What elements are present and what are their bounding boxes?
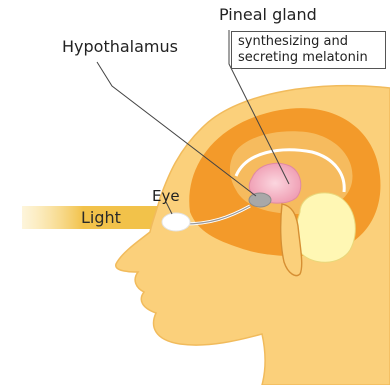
pineal-note-box: synthesizing and secreting melatonin bbox=[231, 31, 386, 69]
pineal-note-line-1: synthesizing and bbox=[238, 34, 385, 50]
pineal-note-line-2: secreting melatonin bbox=[238, 50, 385, 66]
cerebellum bbox=[295, 193, 356, 262]
eye-label: Eye bbox=[152, 187, 180, 205]
hypothalamus-label: Hypothalamus bbox=[62, 37, 178, 56]
eye-shape bbox=[162, 213, 190, 231]
light-label: Light bbox=[81, 208, 121, 227]
hypothalamus-shape bbox=[249, 193, 271, 207]
pineal-gland-label: Pineal gland bbox=[219, 5, 317, 24]
